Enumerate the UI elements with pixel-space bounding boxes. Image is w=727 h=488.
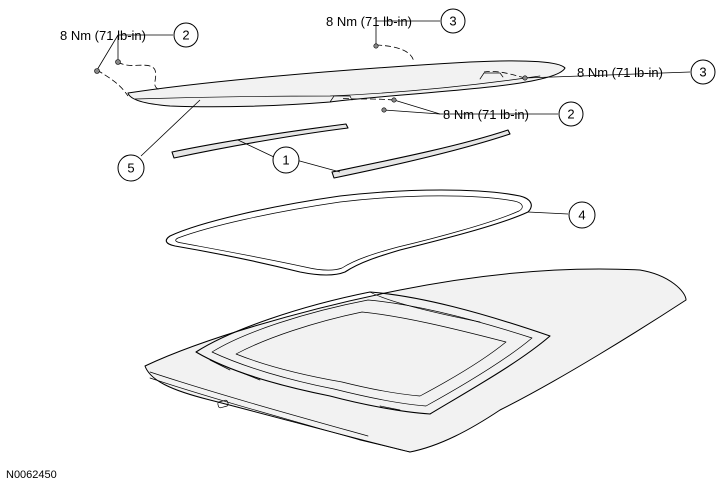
bolt: [115, 59, 121, 65]
bolt: [94, 68, 100, 74]
torque-text: 8 Nm (71 lb-in): [577, 65, 663, 80]
callout-number: 3: [699, 65, 706, 80]
sunroof-glass-panel: [127, 60, 566, 108]
callout-number: 4: [578, 208, 585, 223]
figure-id: N0062450: [6, 469, 57, 481]
torque-label-right-upper: 8 Nm (71 lb-in) 3: [577, 59, 716, 85]
callout-circle: [558, 101, 584, 127]
torque-label-top-left: 8 Nm (71 lb-in) 2: [60, 22, 199, 48]
callout-circle: [117, 154, 145, 182]
torque-text: 8 Nm (71 lb-in): [326, 14, 412, 29]
callout-circle: [568, 201, 596, 229]
vehicle-roof: [144, 268, 687, 453]
torque-text: 8 Nm (71 lb-in): [60, 28, 146, 43]
torque-text: 8 Nm (71 lb-in): [443, 107, 529, 122]
leader-lines: [94, 20, 691, 215]
torque-label-right-lower: 8 Nm (71 lb-in) 2: [443, 101, 584, 127]
callout-number: 2: [182, 28, 189, 43]
callout-5: 5: [117, 154, 145, 182]
callout-4: 4: [568, 201, 596, 229]
seal-strips: [171, 123, 511, 179]
callout-1: 1: [272, 146, 300, 174]
callout-circle: [272, 146, 300, 174]
bolt: [381, 107, 387, 113]
callout-circle: [690, 59, 716, 85]
bolt: [522, 75, 528, 81]
callout-number: 3: [449, 14, 456, 29]
bolt: [391, 97, 397, 103]
callout-number: 2: [567, 107, 574, 122]
callout-number: 1: [282, 153, 289, 168]
callout-circle: [440, 8, 466, 34]
torque-label-top-center: 8 Nm (71 lb-in) 3: [326, 8, 466, 34]
bolt: [373, 43, 379, 49]
callout-number: 5: [127, 161, 134, 176]
callout-circle: [173, 22, 199, 48]
frame-seal: [165, 189, 532, 276]
